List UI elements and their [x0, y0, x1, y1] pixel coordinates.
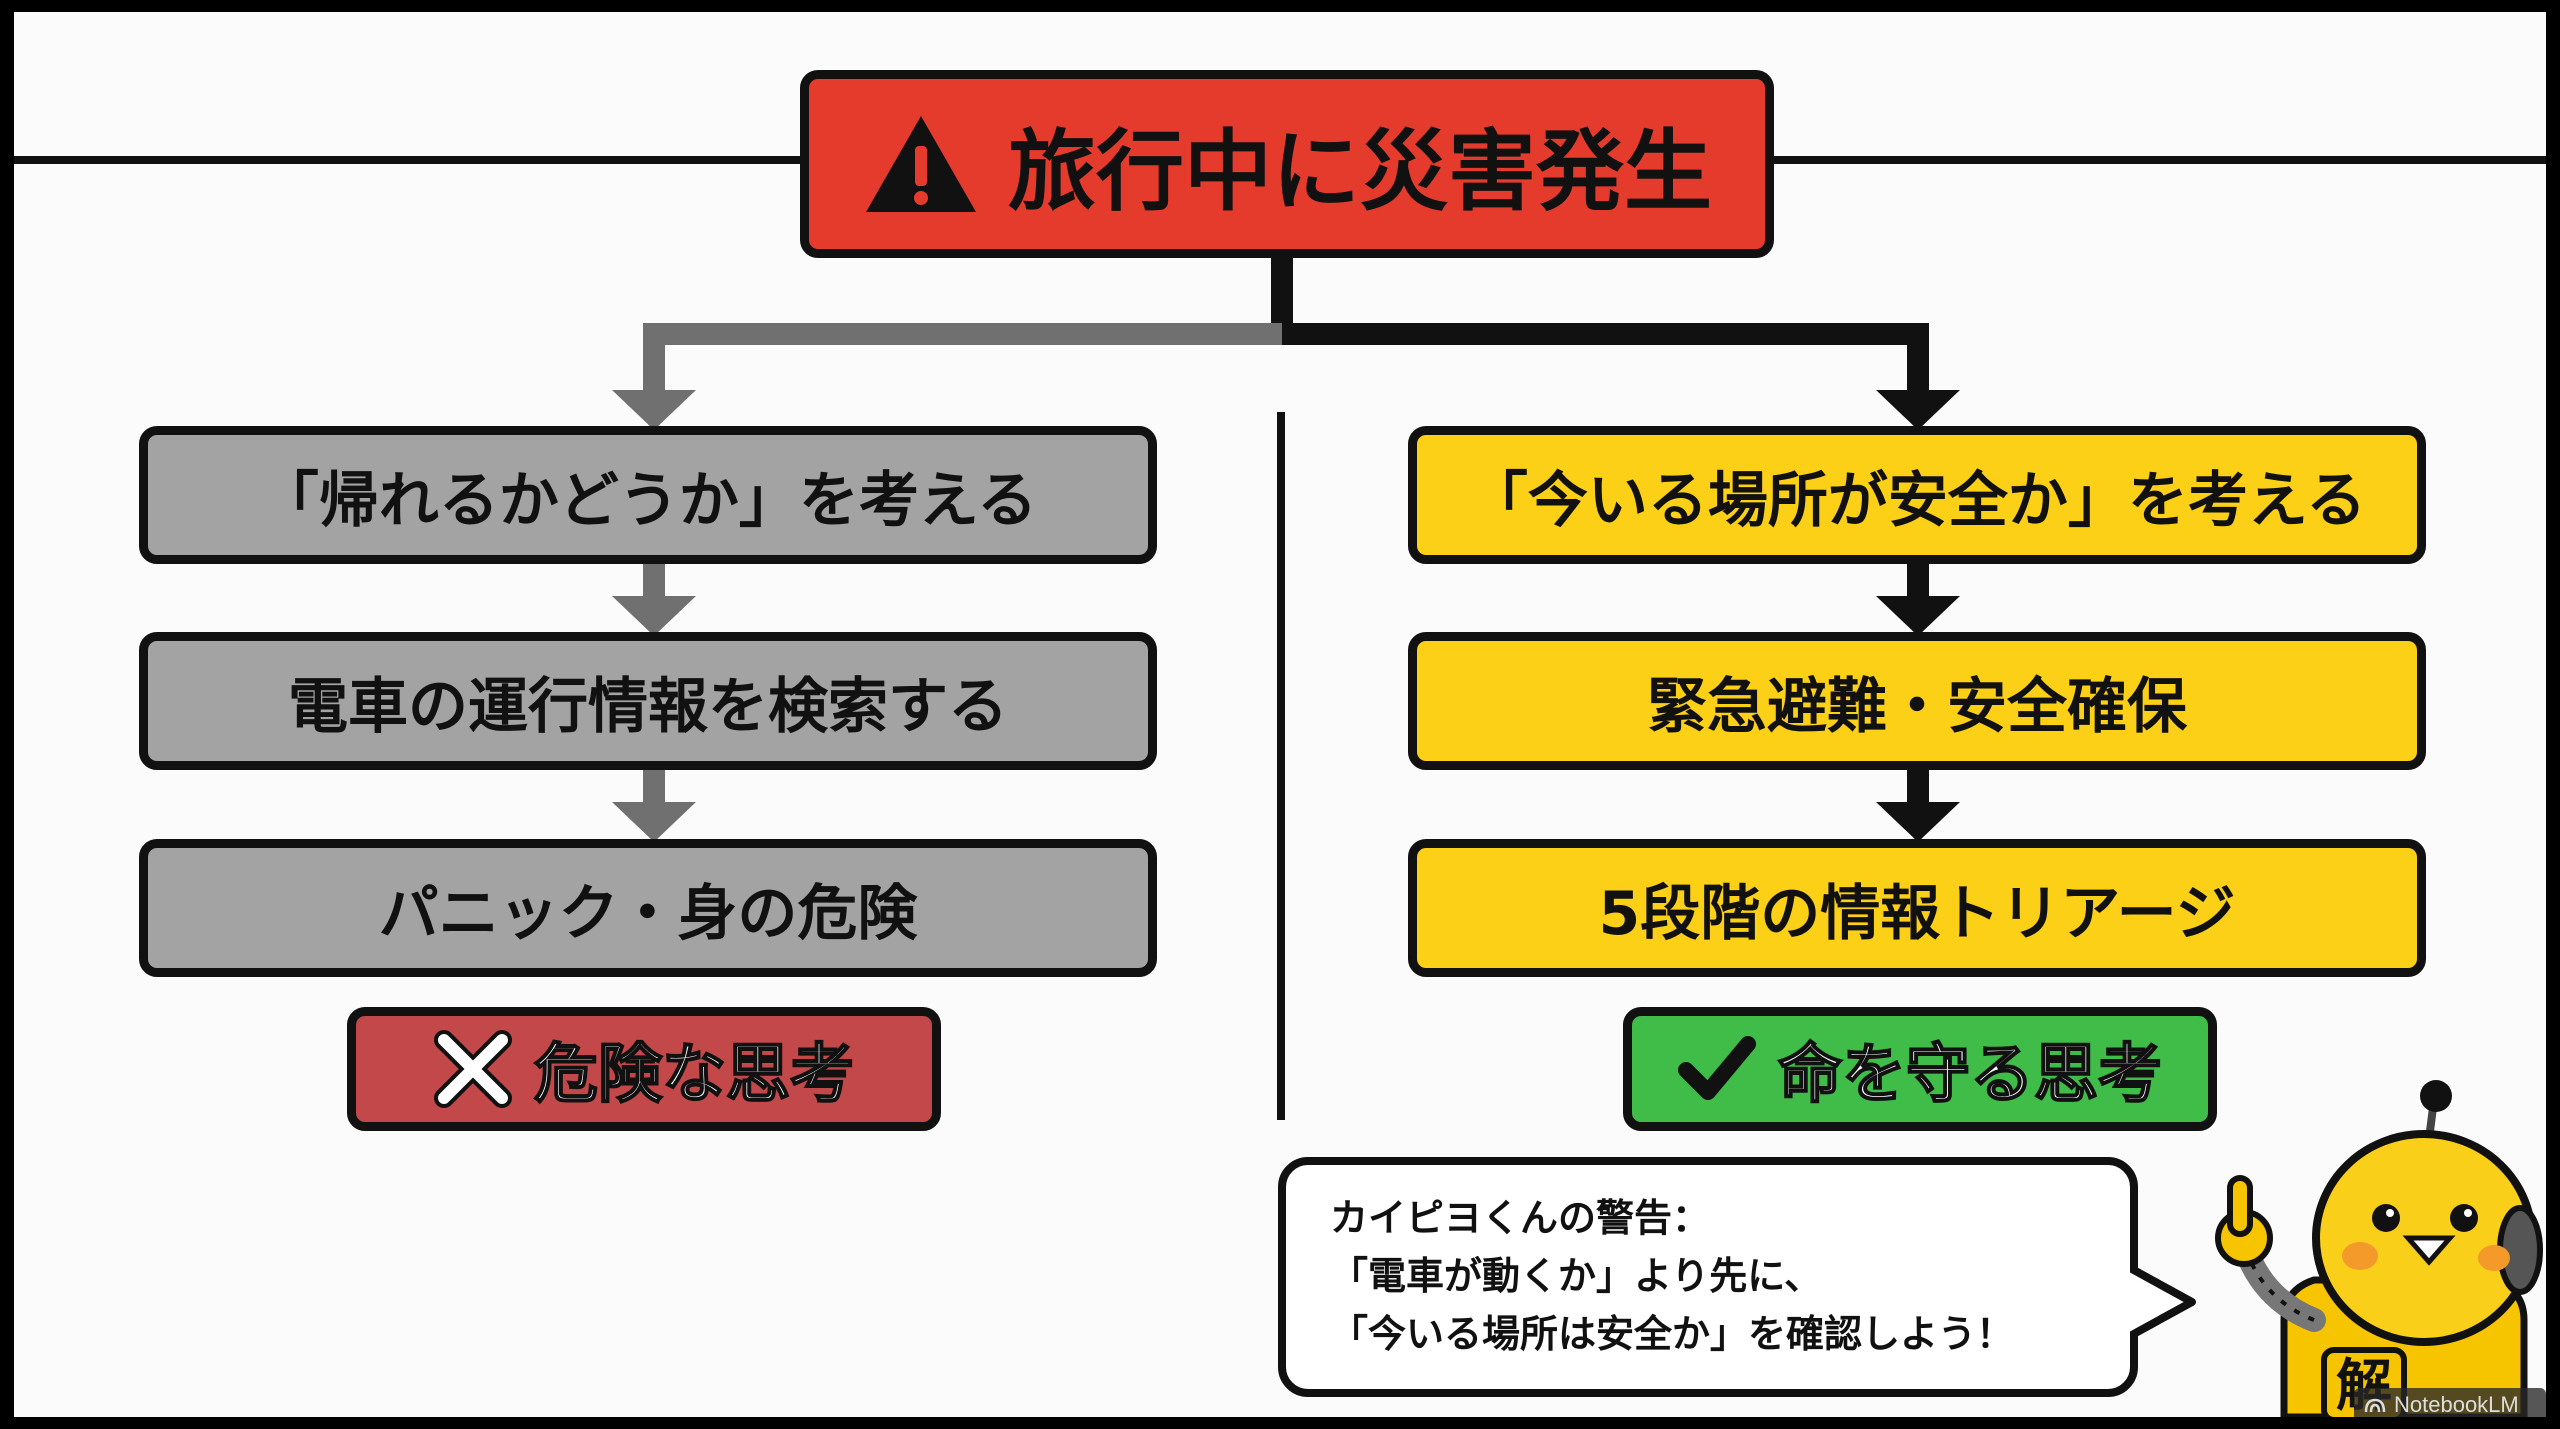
speech-line-3: 「今いる場所は安全か」を確認しよう！ — [1330, 1312, 2015, 1356]
left-step-2-text: 電車の運行情報を検索する — [288, 671, 1008, 742]
notebooklm-logo-icon — [2364, 1398, 2386, 1413]
speech-bubble-tail — [2130, 1264, 2196, 1340]
right-arrow-2-shaft — [1907, 766, 1929, 810]
good-verdict-box: 命を守る思考 — [1623, 1007, 2217, 1131]
warning-triangle-icon — [865, 116, 976, 212]
left-arrow-1-head — [612, 596, 696, 636]
bad-verdict-box: 危険な思考 — [347, 1007, 941, 1131]
left-step-3-text: パニック・身の危険 — [378, 878, 918, 949]
cross-icon — [434, 1030, 512, 1108]
right-branch-arrow — [1876, 390, 1960, 430]
notebooklm-watermark: NotebookLM — [2354, 1388, 2546, 1417]
left-branch-line — [643, 323, 1282, 400]
right-arrow-1-head — [1876, 596, 1960, 636]
good-verdict-text: 命を守る思考 — [1777, 1037, 2163, 1113]
chick-robot-mascot-icon: 解 — [2215, 1080, 2543, 1417]
right-step-2: 緊急避難・安全確保 — [1408, 632, 2426, 770]
speech-line-1: カイピヨくんの警告： — [1330, 1196, 1711, 1240]
left-arrow-1-shaft — [643, 560, 665, 604]
title-text: 旅行中に災害発生 — [1007, 119, 1712, 223]
speech-bubble: カイピヨくんの警告： 「電車が動くか」より先に、 「今いる場所は安全か」を確認し… — [1278, 1157, 2138, 1397]
right-step-1: 「今いる場所が安全か」を考える — [1408, 426, 2426, 564]
right-arrow-1-shaft — [1907, 560, 1929, 604]
flowchart-canvas: 旅行中に災害発生 「帰れるかどうか」を考える 電車の運行情報を検索する パニック… — [14, 12, 2546, 1417]
watermark-text: NotebookLM — [2394, 1392, 2519, 1417]
left-arrow-2-shaft — [643, 766, 665, 810]
title-box: 旅行中に災害発生 — [800, 70, 1774, 258]
right-arrow-2-head — [1876, 802, 1960, 842]
speech-line-2: 「電車が動くか」より先に、 — [1330, 1254, 1823, 1298]
right-branch-line — [1282, 323, 1929, 400]
right-step-3-text: 5段階の情報トリアージ — [1598, 878, 2236, 949]
bad-verdict-text: 危険な思考 — [533, 1037, 855, 1113]
left-branch-arrow — [612, 390, 696, 430]
left-arrow-2-head — [612, 802, 696, 842]
left-step-1: 「帰れるかどうか」を考える — [139, 426, 1157, 564]
right-step-2-text: 緊急避難・安全確保 — [1647, 671, 2187, 742]
connector-lines — [14, 156, 2546, 1120]
left-step-2: 電車の運行情報を検索する — [139, 632, 1157, 770]
left-step-3: パニック・身の危険 — [139, 839, 1157, 977]
left-step-1-text: 「帰れるかどうか」を考える — [258, 465, 1038, 536]
right-step-3: 5段階の情報トリアージ — [1408, 839, 2426, 977]
right-step-1-text: 「今いる場所が安全か」を考える — [1467, 465, 2367, 536]
check-icon — [1678, 1036, 1756, 1100]
